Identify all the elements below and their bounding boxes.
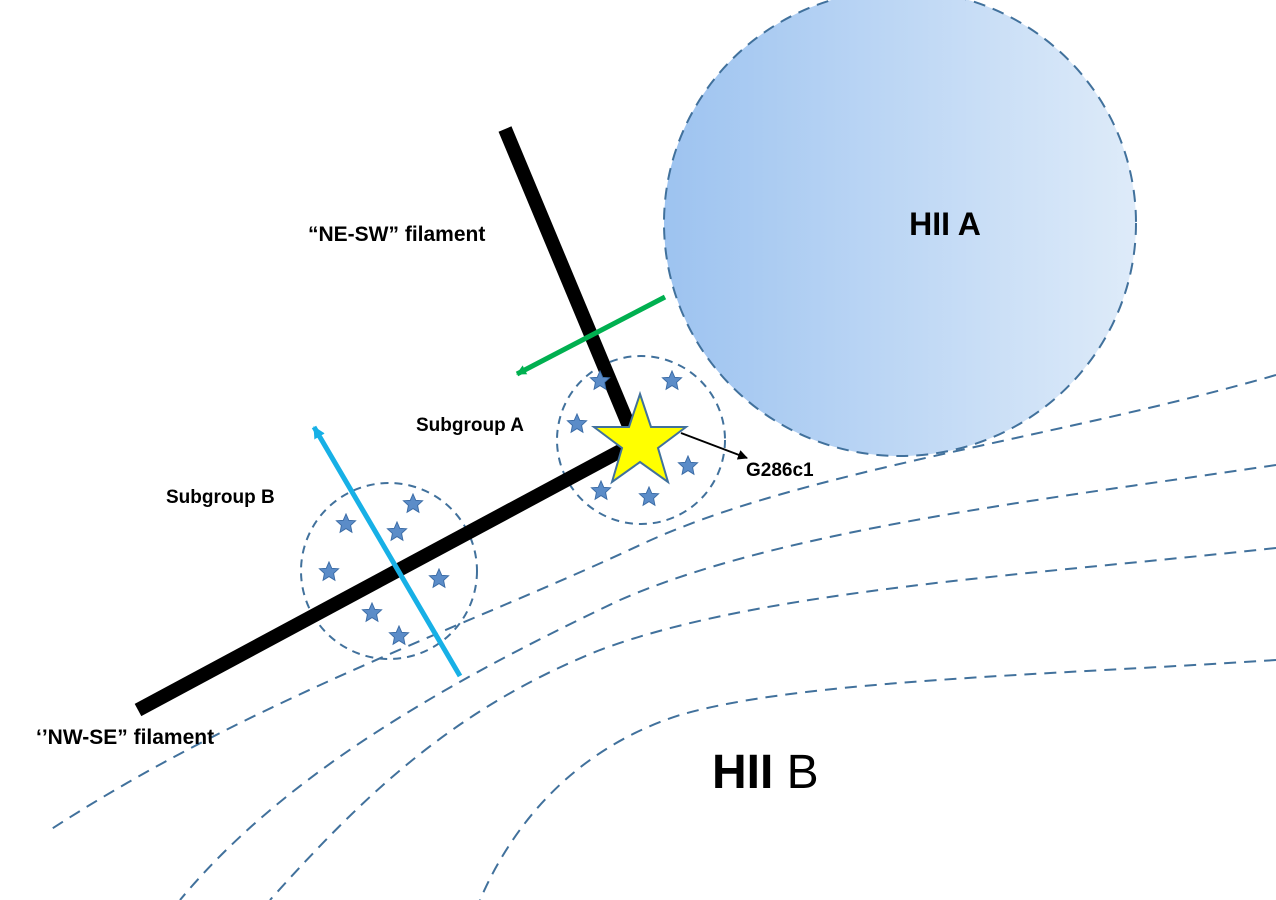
star-icon <box>638 486 660 506</box>
hii-a-label: HII A <box>909 206 981 242</box>
subgroup-a-label: Subgroup A <box>416 415 524 436</box>
star-icon <box>318 561 340 581</box>
star-icon <box>590 480 612 500</box>
subgroup-b-label: Subgroup B <box>166 487 275 508</box>
hii-a-region <box>663 0 1137 457</box>
star-icon <box>386 521 408 541</box>
nw-se-filament-label: ‘’NW-SE” filament <box>36 726 214 749</box>
star-icon <box>335 513 357 533</box>
g286c1-star-icon <box>591 390 689 485</box>
hii-b-label-regular: B <box>773 746 818 799</box>
field-line-4 <box>479 659 1276 900</box>
field-line-1 <box>49 374 1276 831</box>
subgroup-b-circle <box>300 482 478 660</box>
star-icon <box>361 602 383 622</box>
g286c1-label: G286c1 <box>746 460 814 481</box>
blue-arrow <box>311 425 463 678</box>
field-line-2 <box>179 464 1276 900</box>
star-icon <box>428 568 450 588</box>
star-icon <box>661 370 683 390</box>
field-lines <box>49 374 1276 900</box>
hii-b-label: HII B <box>712 746 819 799</box>
nw-se-filament-line <box>134 435 641 717</box>
ne-sw-filament-label: “NE-SW” filament <box>308 223 485 246</box>
star-icon <box>388 625 410 645</box>
ne-sw-filament-line <box>498 126 641 441</box>
green-arrow <box>515 294 667 377</box>
star-icon <box>402 493 424 513</box>
subgroup-a-circle <box>556 355 726 525</box>
star-icon <box>677 455 699 475</box>
hii-b-label-bold: HII <box>712 746 773 799</box>
field-line-3 <box>269 547 1276 900</box>
star-icon <box>566 413 588 433</box>
g286c1-arrow <box>680 432 748 460</box>
